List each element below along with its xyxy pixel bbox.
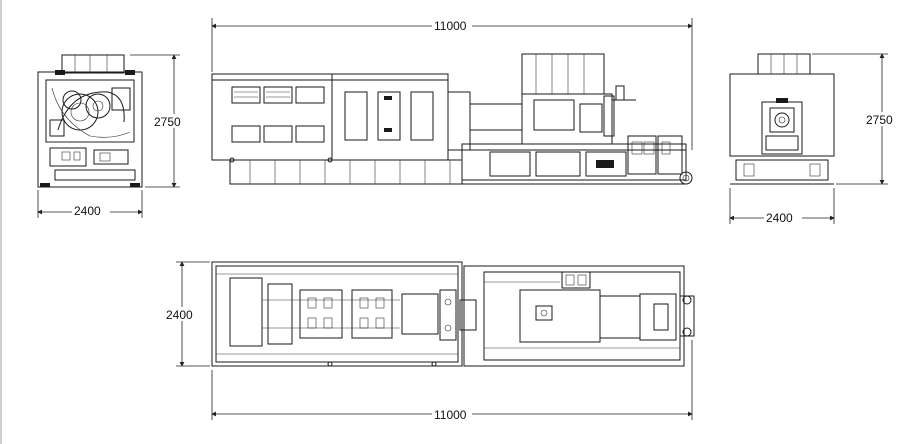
front-width-dimension: 2400 bbox=[37, 190, 143, 218]
side-length-dimension: 11000 bbox=[211, 18, 693, 150]
back-width-dimension: 2400 bbox=[729, 188, 835, 225]
left-frame-edge bbox=[0, 0, 2, 444]
side-length-label: 11000 bbox=[434, 19, 467, 33]
top-length-dimension: 11000 bbox=[211, 340, 693, 422]
back-height-dimension: 2750 bbox=[812, 53, 900, 185]
side-view bbox=[211, 53, 693, 185]
back-view bbox=[729, 53, 835, 185]
front-height-dimension: 2750 bbox=[130, 54, 188, 188]
top-width-label: 2400 bbox=[166, 308, 193, 322]
top-width-dimension: 2400 bbox=[164, 261, 210, 367]
top-view bbox=[211, 261, 695, 367]
front-width-label: 2400 bbox=[74, 204, 101, 218]
back-height-label: 2750 bbox=[866, 113, 893, 127]
top-length-label: 11000 bbox=[434, 408, 467, 422]
front-height-label: 2750 bbox=[154, 115, 181, 129]
front-view bbox=[37, 54, 143, 188]
back-width-label: 2400 bbox=[766, 211, 793, 225]
